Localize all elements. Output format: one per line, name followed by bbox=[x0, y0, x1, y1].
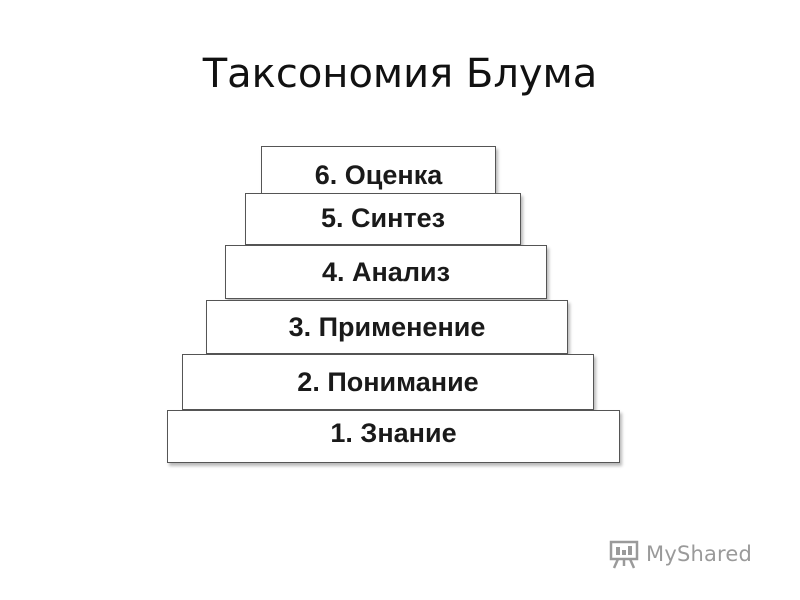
pyramid-level-evaluation: 6. Оценка bbox=[261, 146, 496, 200]
pyramid-level-synthesis: 5. Синтез bbox=[245, 193, 521, 245]
pyramid-level-application: 3. Применение bbox=[206, 300, 568, 354]
slide-title: Таксономия Блума bbox=[202, 51, 598, 97]
pyramid-level-knowledge: 1. Знание bbox=[167, 410, 620, 463]
watermark-text: MyShared bbox=[646, 542, 753, 566]
pyramid-level-comprehension: 2. Понимание bbox=[182, 354, 594, 410]
pyramid-level-analysis: 4. Анализ bbox=[225, 245, 547, 299]
myshared-watermark: MyShared bbox=[608, 536, 752, 572]
presentation-board-icon bbox=[608, 538, 642, 570]
